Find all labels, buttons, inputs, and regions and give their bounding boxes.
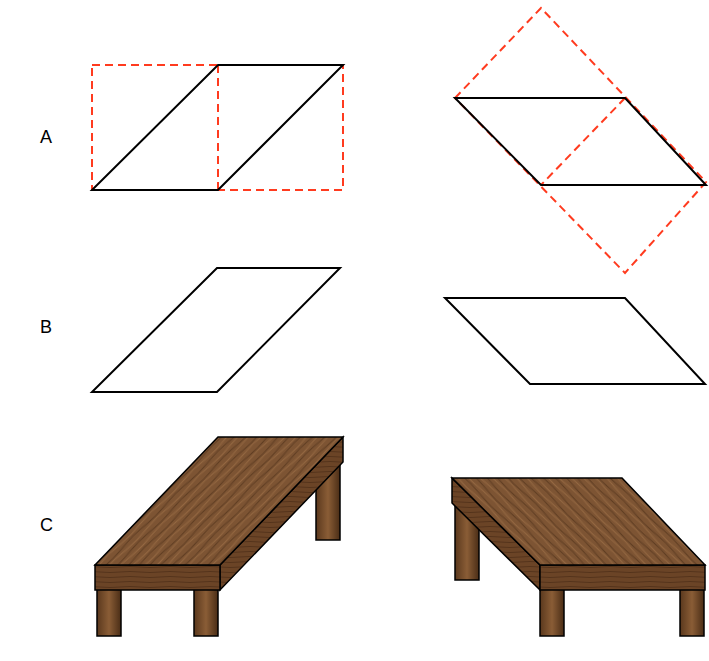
- row-label: C: [40, 516, 53, 534]
- row-a-left: [92, 65, 343, 190]
- table-left: [95, 437, 343, 636]
- parallelogram: [445, 298, 705, 384]
- table-right: [452, 478, 705, 636]
- parallelogram: [92, 268, 340, 392]
- row-a-right: [455, 8, 706, 273]
- row-label: B: [40, 318, 52, 336]
- row-label: A: [40, 128, 52, 146]
